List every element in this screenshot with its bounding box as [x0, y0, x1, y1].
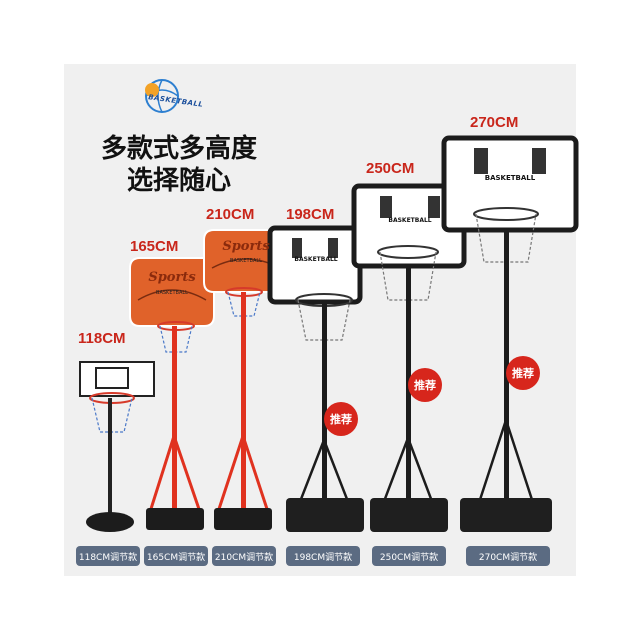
stand-270 — [441, 135, 579, 532]
stand-198 — [267, 225, 364, 532]
height-label-250: 250CM — [366, 160, 415, 177]
stand-118 — [79, 361, 155, 532]
backboard-165 — [129, 257, 215, 327]
recommend-badge-270: 推荐 — [506, 356, 540, 390]
height-label-210: 210CM — [206, 206, 255, 223]
basketball-logo-icon — [145, 79, 179, 113]
backboard-198 — [267, 225, 363, 305]
tag-198: 198CM调节款 — [286, 546, 360, 566]
tag-250: 250CM调节款 — [372, 546, 446, 566]
board-text-165: Sports — [148, 270, 196, 285]
height-label-198: 198CM — [286, 206, 335, 223]
recommend-badge-198: 推荐 — [324, 402, 358, 436]
board-text-210: Sports — [222, 239, 270, 254]
tag-118: 118CM调节款 — [76, 546, 140, 566]
board-text-270: BASKETBALL — [485, 174, 536, 182]
board-sub-210: BASKETBALL — [230, 258, 262, 264]
backboard-270 — [441, 135, 579, 233]
stand-210 — [203, 229, 289, 530]
stand-165 — [129, 257, 215, 530]
tag-165: 165CM调节款 — [144, 546, 208, 566]
board-text-250: BASKETBALL — [388, 217, 431, 224]
tag-210: 210CM调节款 — [212, 546, 276, 566]
stand-250 — [351, 183, 467, 532]
board-sub-165: BASKETBALL — [156, 290, 188, 296]
height-label-165: 165CM — [130, 238, 179, 255]
recommend-badge-250: 推荐 — [408, 368, 442, 402]
headline: 多款式多高度 选择随心 — [84, 133, 274, 197]
tag-270: 270CM调节款 — [466, 546, 550, 566]
height-label-118: 118CM — [78, 330, 126, 347]
headline-line1: 多款式多高度 — [100, 134, 257, 164]
board-text-198: BASKETBALL — [294, 256, 337, 263]
headline-line2: 选择随心 — [126, 166, 231, 196]
height-label-270: 270CM — [470, 114, 519, 131]
backboard-118 — [79, 361, 155, 397]
